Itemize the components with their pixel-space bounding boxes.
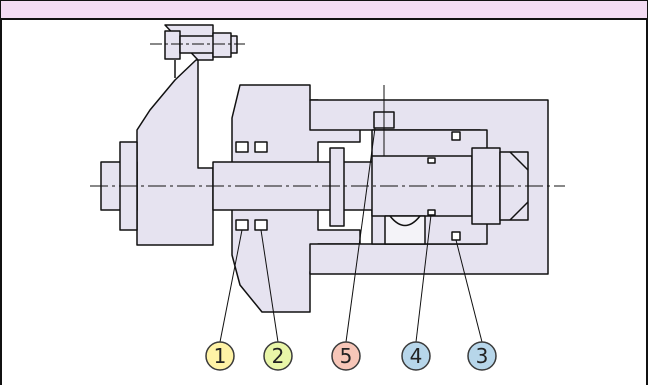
end-cap-chamfer xyxy=(509,151,529,221)
header-bar xyxy=(0,0,648,20)
callout-2: 2 xyxy=(263,341,293,371)
seal-2-bottom xyxy=(254,219,268,231)
cylinder-barrel xyxy=(309,99,549,275)
seal-3-top xyxy=(451,131,461,141)
seal-1-bottom xyxy=(235,219,249,231)
callout-5: 5 xyxy=(331,341,361,371)
callout-4-circle xyxy=(401,341,431,371)
callout-5-circle xyxy=(331,341,361,371)
callout-2-label: 2 xyxy=(272,344,285,368)
callout-1: 1 xyxy=(205,341,235,371)
clevis-bracket xyxy=(136,24,214,246)
bolt-nut xyxy=(212,32,232,58)
callout-1-circle xyxy=(205,341,235,371)
leader-1 xyxy=(219,229,243,343)
leader-lines xyxy=(219,127,483,343)
callout-5-label: 5 xyxy=(340,344,353,368)
callout-3: 3 xyxy=(467,341,497,371)
bolt-head xyxy=(164,30,181,60)
lower-pocket xyxy=(384,215,426,245)
leader-4 xyxy=(415,214,432,343)
leader-3 xyxy=(455,239,483,343)
callout-4-label: 4 xyxy=(410,344,423,368)
leader-2 xyxy=(260,229,279,343)
seal-4-bottom xyxy=(427,209,436,216)
lower-pocket-arc xyxy=(389,215,421,227)
callout-4: 4 xyxy=(401,341,431,371)
callout-3-circle xyxy=(467,341,497,371)
callout-2-circle xyxy=(263,341,293,371)
callout-3-label: 3 xyxy=(476,344,489,368)
piston xyxy=(329,147,345,227)
callout-1-label: 1 xyxy=(214,344,227,368)
seal-4-top xyxy=(427,157,436,164)
seal-3-bottom xyxy=(451,231,461,241)
leader-5 xyxy=(345,127,376,343)
seal-2-top xyxy=(254,141,268,153)
seal-1-top xyxy=(235,141,249,153)
assembly-drawing xyxy=(100,24,549,313)
